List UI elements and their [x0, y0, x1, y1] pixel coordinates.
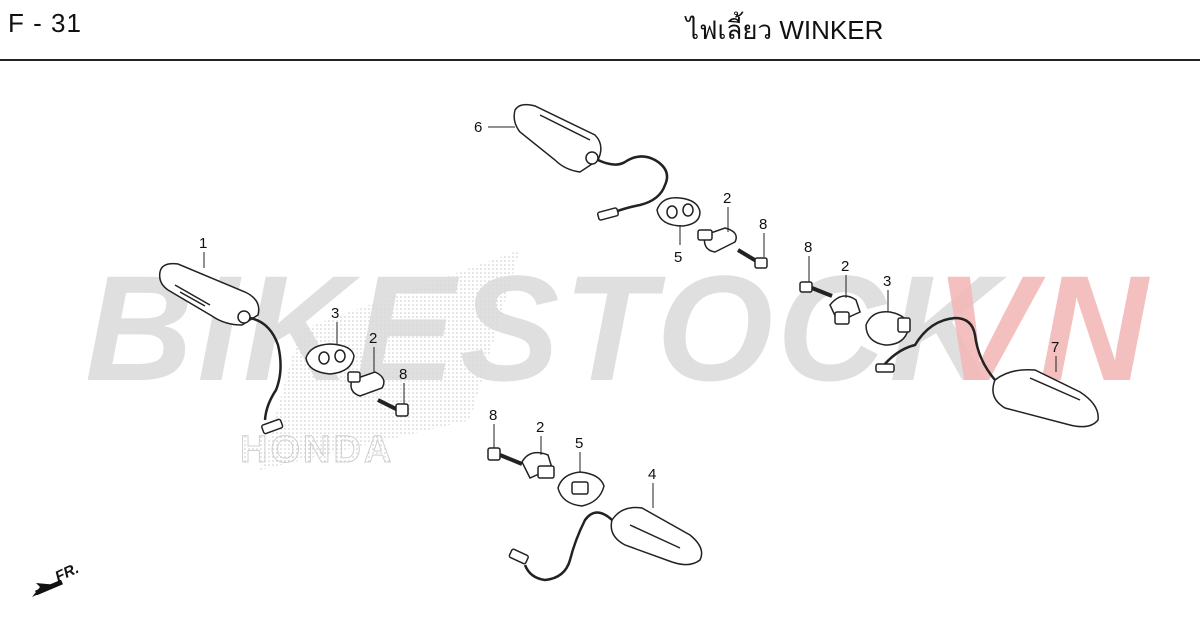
watermark: HONDA BIKESTOCK VN — [85, 244, 1147, 472]
watermark-logo-text: HONDA — [240, 429, 394, 471]
svg-text:1: 1 — [199, 235, 207, 252]
front-direction-indicator: FR. — [32, 560, 82, 597]
bolt-part-8-lower — [487, 447, 523, 466]
callout-3a: 3 — [331, 305, 339, 344]
honda-wing-logo — [260, 250, 520, 470]
page-title: ไฟเลี้ยว WINKER — [686, 15, 884, 45]
grommet-part-3-right — [865, 311, 911, 346]
svg-text:2: 2 — [723, 190, 731, 207]
svg-text:8: 8 — [489, 407, 497, 424]
front-direction-label: FR. — [53, 560, 82, 586]
watermark-main-text: BIKESTOCK — [85, 244, 1007, 412]
callout-1: 1 — [199, 235, 207, 268]
bolt-part-8-upper — [736, 248, 768, 269]
bolt-part-8-right — [799, 281, 833, 298]
svg-text:8: 8 — [399, 366, 407, 383]
svg-text:5: 5 — [674, 249, 682, 266]
callout-2c: 2 — [369, 330, 377, 372]
callout-8c: 8 — [399, 366, 407, 404]
callout-2b: 2 — [841, 258, 849, 298]
callout-7: 7 — [1051, 339, 1059, 372]
grommet-part-3-left — [305, 343, 355, 375]
page-header: F - 31 ไฟเลี้ยว WINKER — [0, 0, 1200, 61]
callout-8a: 8 — [759, 216, 767, 257]
callout-5a: 5 — [674, 225, 682, 266]
header-divider — [0, 59, 1200, 61]
winker-part-1 — [158, 262, 284, 435]
svg-text:2: 2 — [369, 330, 377, 347]
collar-part-2-lower — [521, 451, 555, 479]
callout-8b: 8 — [804, 239, 812, 282]
collar-part-2-left — [347, 371, 385, 397]
svg-text:8: 8 — [804, 239, 812, 256]
callout-6: 6 — [474, 119, 515, 136]
svg-text:3: 3 — [331, 305, 339, 322]
bolt-part-8-left — [377, 398, 409, 417]
svg-text:7: 7 — [1051, 339, 1059, 356]
svg-text:4: 4 — [648, 466, 656, 483]
svg-text:2: 2 — [841, 258, 849, 275]
grommet-part-5-lower — [557, 471, 605, 507]
grommet-part-5-upper — [656, 197, 701, 227]
winker-part-7 — [875, 316, 1099, 428]
winker-part-6 — [513, 103, 669, 221]
svg-text:3: 3 — [883, 273, 891, 290]
svg-text:2: 2 — [536, 419, 544, 436]
callout-4: 4 — [648, 466, 656, 508]
collar-part-2-upper — [697, 227, 737, 253]
callout-2a: 2 — [723, 190, 731, 232]
callout-2d: 2 — [536, 419, 544, 455]
page-code: F - 31 — [8, 8, 82, 38]
callouts: 6 1 2 5 8 8 2 3 — [199, 119, 1059, 508]
winker-part-4 — [508, 506, 703, 582]
callout-8d: 8 — [489, 407, 497, 448]
callout-3b: 3 — [883, 273, 891, 312]
callout-5b: 5 — [575, 435, 583, 472]
svg-text:5: 5 — [575, 435, 583, 452]
svg-text:8: 8 — [759, 216, 767, 233]
collar-part-2-right — [829, 295, 861, 325]
svg-text:6: 6 — [474, 119, 482, 136]
